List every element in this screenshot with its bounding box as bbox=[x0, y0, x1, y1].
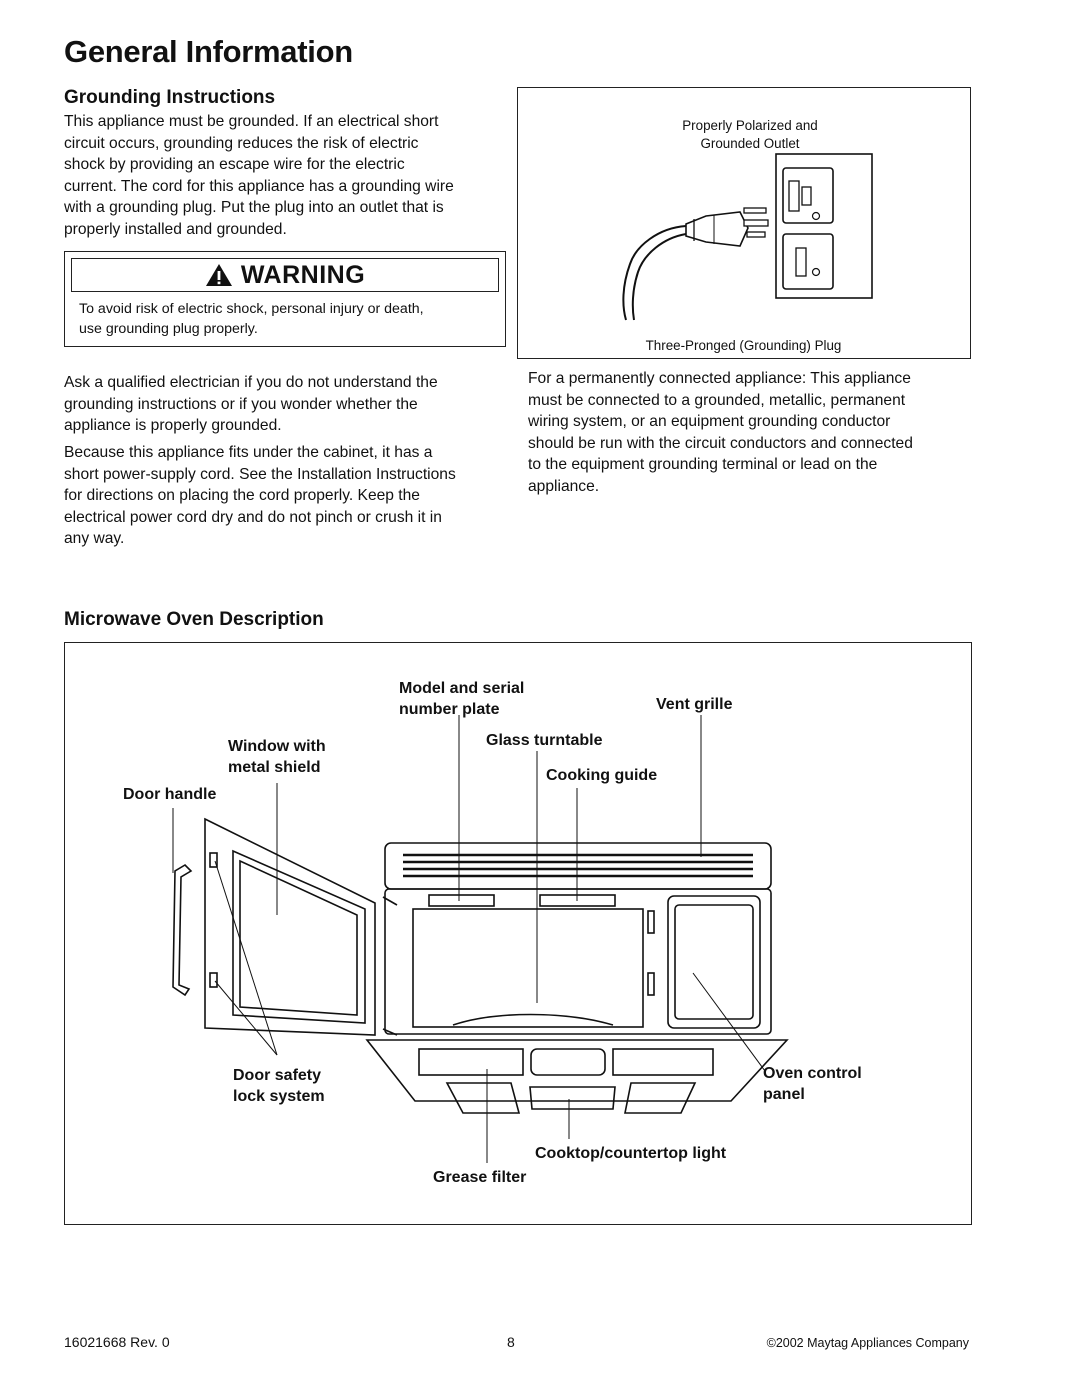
text-line: must be connected to a grounded, metalli… bbox=[528, 391, 906, 409]
warning-word: WARNING bbox=[240, 260, 366, 289]
text-line: panel bbox=[763, 1086, 805, 1103]
label-oven-control: Oven control panel bbox=[763, 1063, 862, 1105]
text-line: metal shield bbox=[228, 759, 321, 776]
permanent-paragraph: For a permanently connected appliance: T… bbox=[528, 368, 913, 497]
warning-header: WARNING bbox=[71, 258, 499, 292]
label-glass-turntable: Glass turntable bbox=[486, 732, 603, 749]
outlet-plug-drawing bbox=[622, 153, 873, 321]
label-vent-grille: Vent grille bbox=[656, 696, 733, 713]
text-line: properly installed and grounded. bbox=[64, 220, 287, 238]
text-line: Properly Polarized and bbox=[682, 118, 818, 133]
warning-triangle-icon bbox=[205, 264, 232, 286]
grounding-heading: Grounding Instructions bbox=[64, 87, 276, 108]
outlet-illustration: Properly Polarized and Grounded Outlet T… bbox=[517, 87, 971, 359]
page-title: General Information bbox=[64, 34, 353, 69]
label-door-safety: Door safety lock system bbox=[233, 1065, 325, 1107]
text-line: current. The cord for this appliance has… bbox=[64, 177, 454, 195]
text-line: Window with bbox=[228, 738, 326, 755]
text-line: appliance. bbox=[528, 477, 600, 495]
label-model-serial: Model and serial number plate bbox=[399, 678, 524, 720]
text-line: Door safety bbox=[233, 1067, 322, 1084]
text-line: For a permanently connected appliance: T… bbox=[528, 370, 911, 387]
footer-page-number: 8 bbox=[507, 1334, 515, 1350]
text-line: wiring system, or an equipment grounding… bbox=[528, 413, 891, 430]
text-line: for directions on placing the cord prope… bbox=[64, 487, 420, 504]
text-line: Ask a qualified electrician if you do no… bbox=[64, 374, 438, 391]
text-line: appliance is properly grounded. bbox=[64, 417, 282, 434]
label-window-shield: Window with metal shield bbox=[228, 736, 326, 778]
text-line: use grounding plug properly. bbox=[79, 321, 258, 337]
label-cooktop-light: Cooktop/countertop light bbox=[535, 1145, 727, 1162]
text-line: shock by providing an escape wire for th… bbox=[64, 156, 405, 173]
text-line: This appliance must be grounded. If an e… bbox=[64, 113, 439, 130]
text-line: to the equipment grounding terminal or l… bbox=[528, 456, 878, 473]
outlet-caption: Properly Polarized and Grounded Outlet bbox=[628, 117, 872, 153]
microwave-diagram: Model and serial number plate Vent grill… bbox=[64, 642, 972, 1225]
microwave-drawing bbox=[172, 715, 789, 1163]
text-line: electrical power cord dry and do not pin… bbox=[64, 508, 442, 526]
text-line: any way. bbox=[64, 530, 125, 547]
text-line: Because this appliance fits under the ca… bbox=[64, 444, 433, 461]
text-line: Grounded Outlet bbox=[700, 136, 800, 151]
text-line: circuit occurs, grounding reduces the ri… bbox=[64, 134, 419, 152]
text-line: To avoid risk of electric shock, persona… bbox=[79, 301, 424, 317]
footer-doc-number: 16021668 Rev. 0 bbox=[64, 1334, 170, 1350]
text-line: with a grounding plug. Put the plug into… bbox=[64, 199, 444, 216]
text-line: should be run with the circuit conductor… bbox=[528, 434, 913, 452]
text-line: grounding instructions or if you wonder … bbox=[64, 395, 418, 413]
electrician-paragraph: Ask a qualified electrician if you do no… bbox=[64, 372, 438, 437]
warning-box: WARNING To avoid risk of electric shock,… bbox=[64, 251, 506, 347]
label-cooking-guide: Cooking guide bbox=[546, 767, 658, 784]
warning-text: To avoid risk of electric shock, persona… bbox=[79, 299, 497, 339]
description-heading: Microwave Oven Description bbox=[64, 609, 324, 630]
text-line: Oven control bbox=[763, 1065, 862, 1082]
footer-copyright: ©2002 Maytag Appliances Company bbox=[766, 1336, 969, 1350]
label-door-handle: Door handle bbox=[123, 786, 217, 803]
power-cord-paragraph: Because this appliance fits under the ca… bbox=[64, 442, 456, 550]
text-line: lock system bbox=[233, 1088, 325, 1105]
text-line: Model and serial bbox=[399, 680, 525, 697]
label-grease-filter: Grease filter bbox=[433, 1169, 527, 1186]
grounding-intro: This appliance must be grounded. If an e… bbox=[64, 111, 454, 240]
plug-caption: Three-Pronged (Grounding) Plug bbox=[645, 338, 842, 353]
text-line: short power-supply cord. See the Install… bbox=[64, 465, 456, 483]
text-line: number plate bbox=[399, 701, 500, 718]
